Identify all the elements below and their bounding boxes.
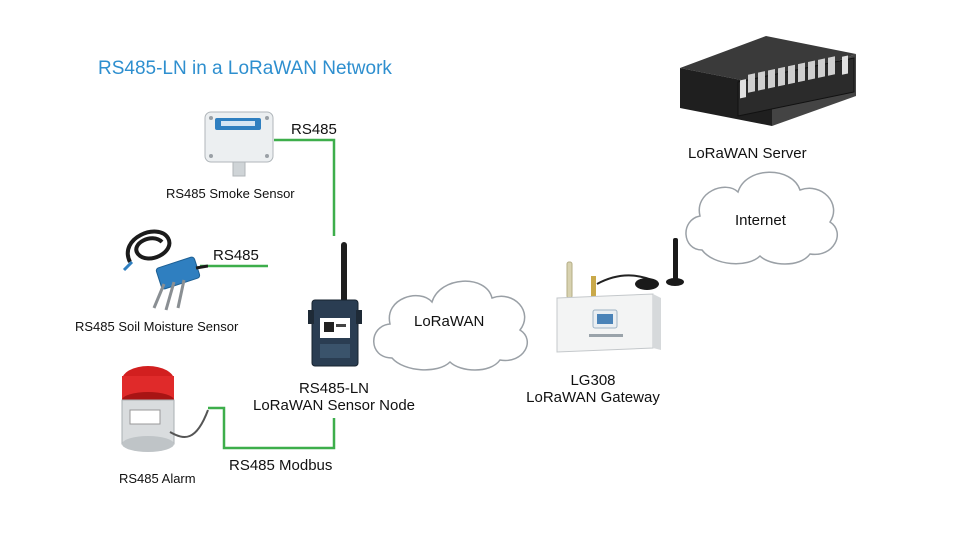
smoke-sensor-label: RS485 Smoke Sensor bbox=[166, 186, 295, 201]
gateway-type: LoRaWAN Gateway bbox=[526, 389, 660, 406]
alarm-link-label: RS485 Modbus bbox=[229, 457, 333, 474]
node-name: RS485-LN bbox=[298, 380, 370, 397]
gateway-name: LG308 bbox=[570, 372, 616, 389]
gateway-label: LG308 LoRaWAN Gateway bbox=[523, 372, 663, 406]
smoke-sensor-icon bbox=[203, 110, 275, 183]
node-type: LoRaWAN Sensor Node bbox=[252, 397, 416, 414]
gateway-icon bbox=[553, 236, 693, 365]
alarm-wire bbox=[208, 406, 336, 450]
node-label: RS485-LN LoRaWAN Sensor Node bbox=[244, 380, 424, 414]
alarm-beacon-icon bbox=[112, 360, 212, 465]
lorawan-cloud-icon bbox=[373, 280, 529, 371]
soil-probe-icon bbox=[118, 218, 209, 318]
page-title: RS485-LN in a LoRaWAN Network bbox=[98, 58, 392, 79]
smoke-link-label: RS485 bbox=[291, 121, 337, 138]
soil-link-label: RS485 bbox=[213, 247, 259, 264]
alarm-label: RS485 Alarm bbox=[119, 471, 196, 486]
internet-cloud-icon bbox=[685, 171, 839, 265]
sensor-node-icon bbox=[306, 240, 366, 373]
lorawan-cloud-label: LoRaWAN bbox=[414, 313, 485, 330]
internet-cloud-label: Internet bbox=[735, 212, 786, 229]
soil-sensor-label: RS485 Soil Moisture Sensor bbox=[75, 319, 239, 334]
server-rack-icon bbox=[676, 34, 860, 135]
server-label: LoRaWAN Server bbox=[688, 145, 807, 162]
smoke-wire bbox=[274, 138, 336, 236]
